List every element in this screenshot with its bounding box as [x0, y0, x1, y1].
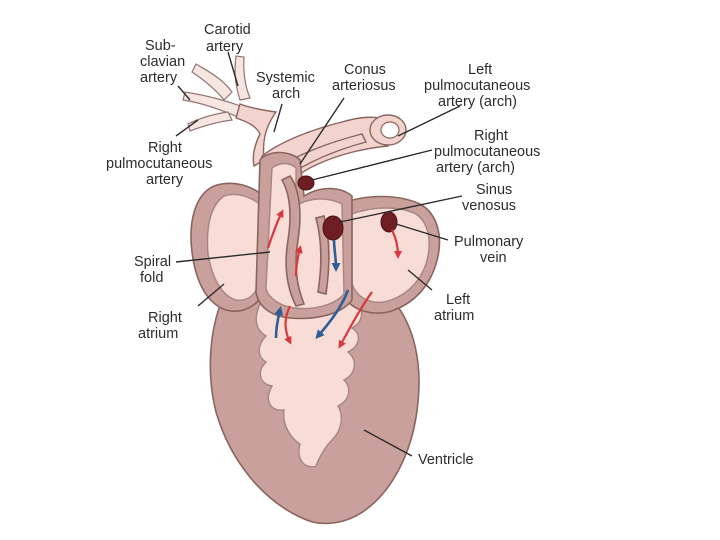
lower-branch-shape [187, 111, 233, 132]
branch-shape [234, 55, 251, 101]
label-systemic-arch: Systemic arch [256, 70, 319, 102]
red-arrow-lower-left [284, 305, 292, 345]
blue-arrow-ventricle [315, 289, 350, 340]
left-pulmocutaneous-lumen [380, 121, 400, 139]
sinus-leader [339, 195, 463, 223]
label-carotid-artery: Carotid artery [204, 22, 255, 55]
red-arrow-left-atrium [338, 291, 373, 349]
blood-flow-arrows [266, 209, 402, 349]
label-ventricle: Ventricle [418, 452, 474, 468]
ventricle-cavity [255, 299, 363, 468]
right-atrium-leader [197, 283, 225, 307]
label-spiral-fold: Spiral fold [134, 254, 175, 286]
left-pulmo-leader [397, 105, 461, 137]
red-arrow-right-atrium [266, 209, 284, 249]
carotid-leader [227, 51, 239, 87]
subclavian-leader [177, 85, 191, 101]
labels: Carotid artery Sub- clavian artery Syste… [106, 22, 544, 468]
right-pulmo-left-leader [175, 119, 199, 137]
blue-arrow-right-atrium [274, 306, 284, 339]
label-right-atrium: Right atrium [138, 310, 186, 342]
ventricle-leader [363, 429, 413, 457]
left-atrium-cavity [351, 207, 430, 303]
leader-lines [175, 51, 463, 457]
conus-opening [297, 175, 315, 191]
label-pulmonary-vein: Pulmonary vein [454, 234, 527, 266]
sinus-venosus-opening [322, 215, 344, 241]
label-sinus-venosus: Sinus venosus [462, 182, 516, 214]
right-pulmo-right-leader [311, 149, 433, 181]
pulmonary-vein-leader [395, 223, 449, 241]
spiral-fold-shape [280, 174, 306, 307]
left-atrium-leader [407, 269, 433, 291]
blue-arrow-sinus [331, 239, 341, 272]
label-right-pulmocutaneous-right: Right pulmocutaneous artery (arch) [434, 128, 544, 176]
systemic-leader [273, 103, 283, 133]
systemic-arch-shape [235, 103, 278, 168]
red-arrow-conus [294, 245, 303, 277]
label-subclavian-artery: Sub- clavian artery [140, 38, 189, 86]
red-arrow-pulmonary-vein [391, 229, 402, 259]
spiral-leader [175, 251, 271, 263]
label-left-atrium: Left atrium [434, 292, 474, 324]
label-left-pulmocutaneous: Left pulmocutaneous artery (arch) [424, 62, 534, 110]
label-right-pulmocutaneous-left: Right pulmocutaneous artery [106, 140, 216, 188]
pulmonary-vein-opening [380, 211, 398, 233]
right-atrium-cavity [206, 193, 263, 301]
carotid-artery-shape [191, 63, 233, 101]
conus-leader [299, 97, 345, 165]
label-conus-arteriosus: Conus arteriosus [332, 62, 396, 94]
